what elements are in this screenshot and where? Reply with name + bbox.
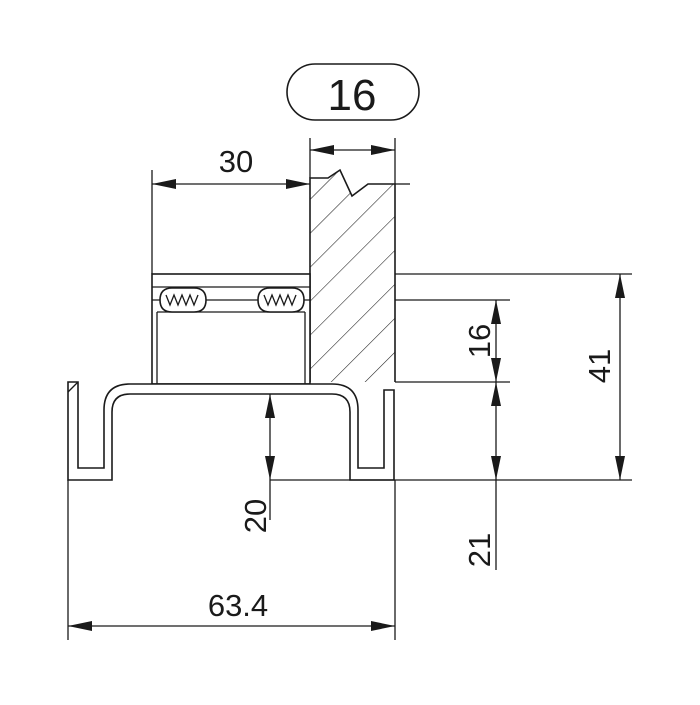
gasket-right (257, 287, 305, 313)
dimension-label-30: 30 (219, 144, 253, 179)
dimension-total-height: 41 (582, 274, 625, 480)
dimension-width-top: 30 (152, 144, 310, 189)
dimension-label-20: 20 (238, 499, 273, 533)
dimension-label-21: 21 (462, 533, 497, 567)
dimension-label-16: 16 (462, 324, 497, 358)
dimension-inner-height: 20 (238, 394, 275, 533)
aluminium-profile (67, 273, 395, 481)
dimension-label-63-4: 63.4 (208, 588, 268, 623)
dimension-lower-height: 21 (462, 382, 501, 570)
dimension-glass-thickness (310, 145, 395, 155)
dimension-slot-height: 16 (462, 300, 501, 382)
gasket-left (159, 287, 207, 313)
dimension-label-41: 41 (582, 349, 617, 383)
dimension-total-width: 63.4 (68, 588, 395, 631)
glass-panel (309, 168, 410, 382)
badge-label: 16 (328, 71, 377, 120)
size-badge: 16 (286, 63, 420, 121)
extension-lines (67, 138, 632, 640)
